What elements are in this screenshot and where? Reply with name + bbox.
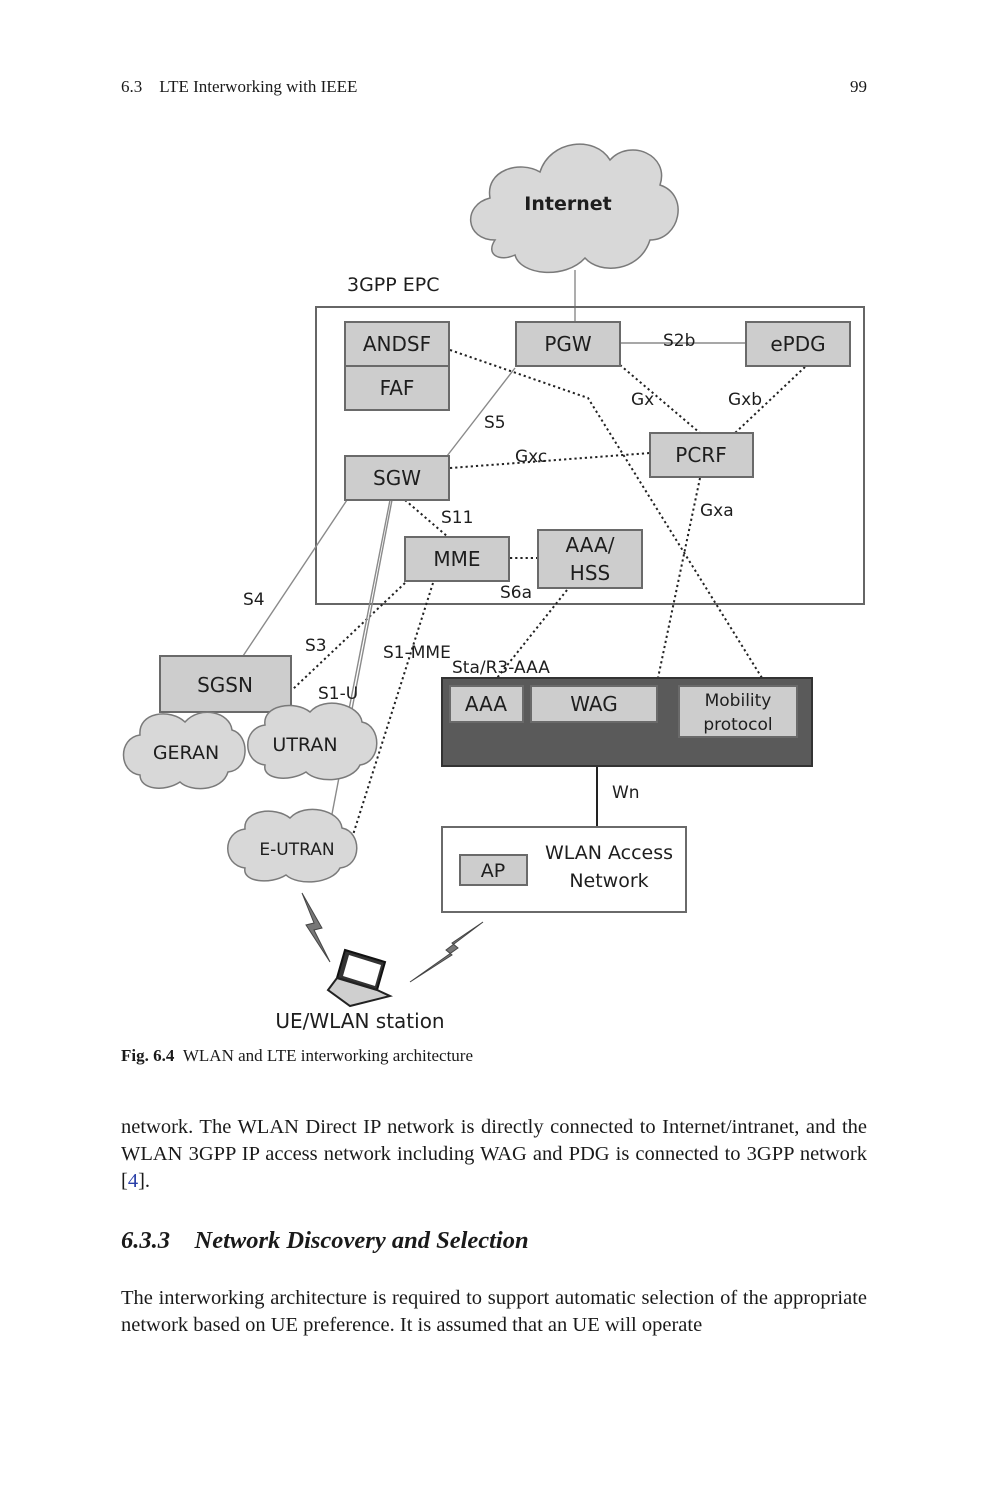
faf-box bbox=[344, 365, 450, 411]
epc-boundary bbox=[315, 306, 865, 605]
sgsn-label: SGSN bbox=[197, 673, 253, 697]
mobility-label-1: Mobility bbox=[705, 691, 772, 711]
architecture-diagram: Internet 3GPP EPC S2b Gx Gxb S5 Gxc Gxa … bbox=[122, 143, 865, 1033]
s1mme-label: S1-MME bbox=[383, 643, 451, 663]
ap-box bbox=[459, 854, 528, 886]
epdg-label: ePDG bbox=[770, 332, 825, 356]
gxa-link bbox=[657, 477, 701, 679]
s3-label: S3 bbox=[305, 636, 327, 656]
internet-cloud: Internet bbox=[470, 143, 679, 273]
aaa-label: AAA bbox=[465, 692, 507, 716]
s2b-label: S2b bbox=[663, 331, 695, 351]
s5-link bbox=[446, 367, 516, 457]
sgsn-box bbox=[159, 655, 292, 713]
andsf-mobility-link bbox=[449, 349, 763, 679]
wag-label: WAG bbox=[570, 692, 618, 716]
wag-box bbox=[530, 685, 658, 723]
aaa-hss-box bbox=[537, 529, 643, 589]
paragraph-network: network. The WLAN Direct IP network is d… bbox=[121, 1114, 867, 1195]
architecture-figure: Internet 3GPP EPC S2b Gx Gxb S5 Gxc Gxa … bbox=[122, 143, 865, 1033]
lightning-bolt-icon-right bbox=[409, 921, 484, 983]
s6a-label: S6a bbox=[500, 583, 532, 603]
andsf-label: ANDSF bbox=[363, 332, 431, 356]
section-heading: 6.3.3 Network Discovery and Selection bbox=[121, 1227, 529, 1254]
utran-cloud: UTRAN bbox=[247, 702, 378, 781]
paragraph1-text-b: ]. bbox=[138, 1170, 151, 1192]
gxc-link bbox=[449, 452, 651, 469]
wlan-label-1: WLAN Access bbox=[545, 842, 673, 864]
gxb-label: Gxb bbox=[728, 390, 762, 410]
sgw-label: SGW bbox=[373, 466, 421, 490]
geran-label: GERAN bbox=[153, 742, 219, 764]
s5-label: S5 bbox=[484, 413, 506, 433]
sta-link bbox=[496, 589, 568, 679]
faf-label: FAF bbox=[380, 376, 415, 400]
wlan-label-2: Network bbox=[569, 870, 648, 892]
pcrf-box bbox=[649, 432, 754, 478]
interface-labels: S2b Gx Gxb S5 Gxc Gxa S11 S6a S4 S3 S1-M… bbox=[243, 331, 762, 803]
gxc-label: Gxc bbox=[515, 447, 547, 467]
andsf-box bbox=[344, 321, 450, 367]
laptop-icon bbox=[326, 948, 393, 1008]
caption-text: WLAN and LTE interworking architecture bbox=[182, 1046, 474, 1065]
utran-label: UTRAN bbox=[272, 734, 337, 756]
s4-label: S4 bbox=[243, 590, 265, 610]
pcrf-label: PCRF bbox=[675, 443, 726, 467]
internet-label: Internet bbox=[524, 193, 611, 215]
eutran-cloud: E-UTRAN bbox=[227, 808, 358, 883]
figure-caption: Fig. 6.4 WLAN and LTE interworking archi… bbox=[121, 1046, 473, 1066]
aaa-hss-label-2: HSS bbox=[570, 561, 610, 585]
sgw-box bbox=[344, 455, 450, 501]
lightning-bolt-icon-left bbox=[301, 892, 331, 963]
gxa-label: Gxa bbox=[700, 501, 734, 521]
s4-link bbox=[242, 499, 348, 657]
citation-link[interactable]: 4 bbox=[127, 1170, 139, 1192]
mme-box bbox=[404, 536, 510, 582]
aaa-hss-label-1: AAA/ bbox=[566, 533, 615, 557]
gx-label: Gx bbox=[631, 390, 654, 410]
s11-label: S11 bbox=[441, 508, 473, 528]
sta-label: Sta/R3-AAA bbox=[452, 658, 550, 678]
sgsn-sgw-link bbox=[342, 499, 391, 741]
epc-nodes: ANDSF FAF PGW ePDG PCRF SGW MME AAA/ HSS bbox=[344, 321, 851, 589]
page-number: 99 bbox=[850, 77, 867, 96]
pgw-label: PGW bbox=[544, 332, 592, 356]
wn-label: Wn bbox=[612, 783, 640, 803]
geran-cloud: GERAN bbox=[122, 711, 246, 790]
caption-label: Fig. 6.4 bbox=[121, 1046, 175, 1065]
paragraph-selection: The interworking architecture is require… bbox=[121, 1287, 867, 1336]
s1u-link bbox=[327, 499, 393, 836]
s1mme-link bbox=[351, 582, 434, 839]
ue-label: UE/WLAN station bbox=[275, 1009, 444, 1033]
s11-link bbox=[404, 499, 449, 538]
mobility-box bbox=[678, 685, 798, 738]
ap-label: AP bbox=[481, 860, 505, 882]
eutran-label: E-UTRAN bbox=[259, 840, 334, 860]
gxb-link bbox=[734, 366, 806, 434]
paragraph1-text-a: network. The WLAN Direct IP network is d… bbox=[121, 1116, 867, 1192]
section-title: 6.3 LTE Interworking with IEEE bbox=[121, 77, 358, 96]
pgw-box bbox=[515, 321, 621, 367]
gx-link bbox=[619, 364, 701, 434]
epc-label: 3GPP EPC bbox=[347, 274, 440, 296]
mobility-label-2: protocol bbox=[703, 715, 772, 735]
mme-label: MME bbox=[433, 547, 480, 571]
s1u-label: S1-U bbox=[318, 684, 358, 704]
epdg-box bbox=[745, 321, 851, 367]
aaa-box bbox=[449, 685, 524, 723]
